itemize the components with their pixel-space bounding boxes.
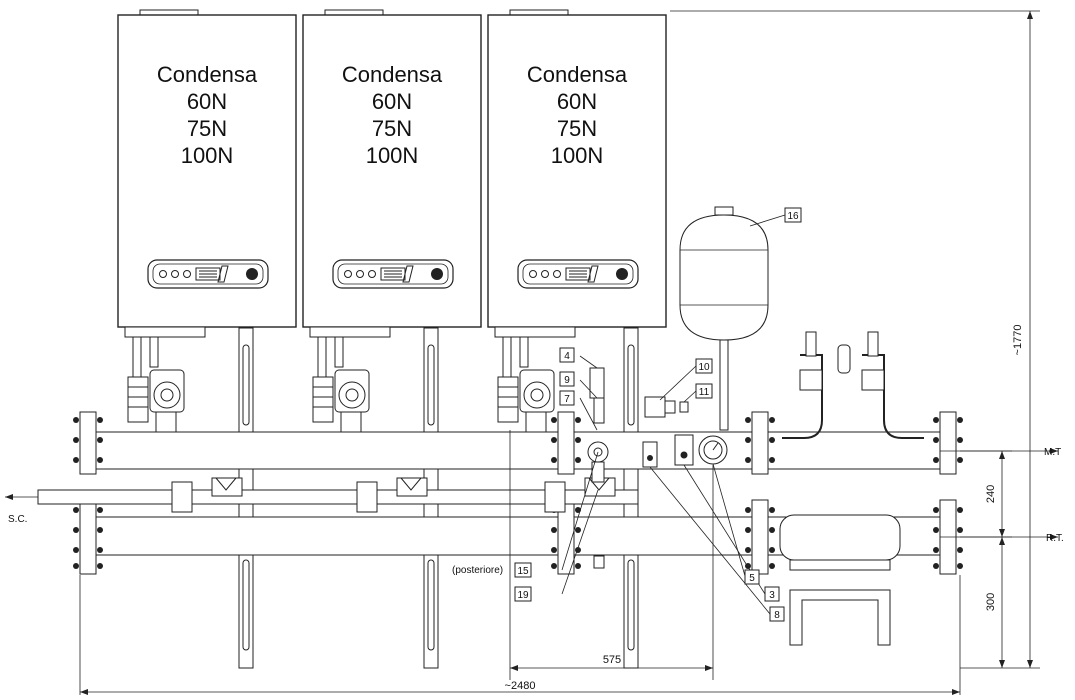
dimension-arrows — [5, 11, 1058, 695]
boiler-3-model-100: 100N — [551, 143, 604, 168]
boiler-2-model-60: 60N — [372, 89, 412, 114]
boiler-1-title: Condensa — [157, 62, 258, 87]
dim-width-total: ~2480 — [505, 680, 536, 692]
safety-collector-pipe — [37, 477, 639, 513]
boiler-1-pump-group — [124, 326, 206, 433]
svg-text:8: 8 — [774, 610, 780, 621]
dimension-lines — [5, 10, 1058, 695]
dim-575: 575 — [603, 654, 621, 666]
svg-text:11: 11 — [699, 387, 710, 398]
callout-8: 8 — [769, 606, 785, 622]
label-rear-note: (posteriore) — [452, 565, 503, 576]
boiler-3-title: Condensa — [527, 62, 628, 87]
callout-3: 3 — [764, 586, 780, 602]
svg-text:9: 9 — [564, 375, 570, 386]
svg-text:7: 7 — [564, 394, 570, 405]
callout-11: 11 — [695, 383, 713, 399]
callout-10: 10 — [695, 358, 713, 374]
boiler-2-model-100: 100N — [366, 143, 419, 168]
label-flow-mt: M.T — [1044, 447, 1061, 458]
boiler-3: Condensa 60N 75N 100N — [487, 9, 667, 328]
pressure-switch-10 — [644, 396, 676, 418]
dim-height-total: ~1770 — [1012, 325, 1024, 356]
svg-text:16: 16 — [787, 211, 799, 222]
expansion-vessel — [679, 206, 769, 431]
callout-16: 16 — [784, 207, 802, 223]
dim-lower-300: 300 — [985, 593, 997, 611]
svg-text:5: 5 — [749, 573, 755, 584]
boiler-2: Condensa 60N 75N 100N — [302, 9, 482, 328]
callout-7: 7 — [559, 390, 575, 406]
boiler-2-pump-group — [309, 326, 391, 433]
callout-19: 19 — [514, 586, 532, 602]
label-return-rt: R.T. — [1046, 533, 1064, 544]
callout-5: 5 — [744, 569, 760, 585]
callout-9: 9 — [559, 371, 575, 387]
flange-bolts — [73, 417, 963, 569]
callout-leaders — [561, 214, 786, 615]
thermometer-3 — [674, 434, 694, 466]
drain-valve-19 — [593, 555, 605, 569]
svg-text:19: 19 — [517, 590, 529, 601]
svg-text:3: 3 — [769, 590, 775, 601]
boiler-3-model-60: 60N — [557, 89, 597, 114]
boiler-2-control-panel — [332, 259, 454, 289]
boiler-1: Condensa 60N 75N 100N — [117, 9, 297, 328]
label-safety-sc: S.C. — [8, 514, 27, 525]
hydraulic-separator — [779, 331, 924, 646]
callout-4: 4 — [559, 347, 575, 363]
boiler-1-model-75: 75N — [187, 116, 227, 141]
boiler-3-control-panel — [517, 259, 639, 289]
thermostat-11 — [679, 401, 689, 413]
boiler-1-control-panel — [147, 259, 269, 289]
callout-15: 15 — [514, 562, 532, 578]
boiler-1-model-60: 60N — [187, 89, 227, 114]
gauge-5 — [698, 435, 728, 465]
boiler-2-model-75: 75N — [372, 116, 412, 141]
svg-text:10: 10 — [698, 362, 710, 373]
dim-upper-240: 240 — [985, 485, 997, 503]
boiler-3-pump-group — [494, 326, 576, 433]
svg-text:4: 4 — [564, 351, 570, 362]
boiler-1-model-100: 100N — [181, 143, 234, 168]
sensor-8 — [642, 441, 658, 468]
boiler-3-model-75: 75N — [557, 116, 597, 141]
boiler-2-title: Condensa — [342, 62, 443, 87]
svg-text:15: 15 — [517, 566, 529, 577]
